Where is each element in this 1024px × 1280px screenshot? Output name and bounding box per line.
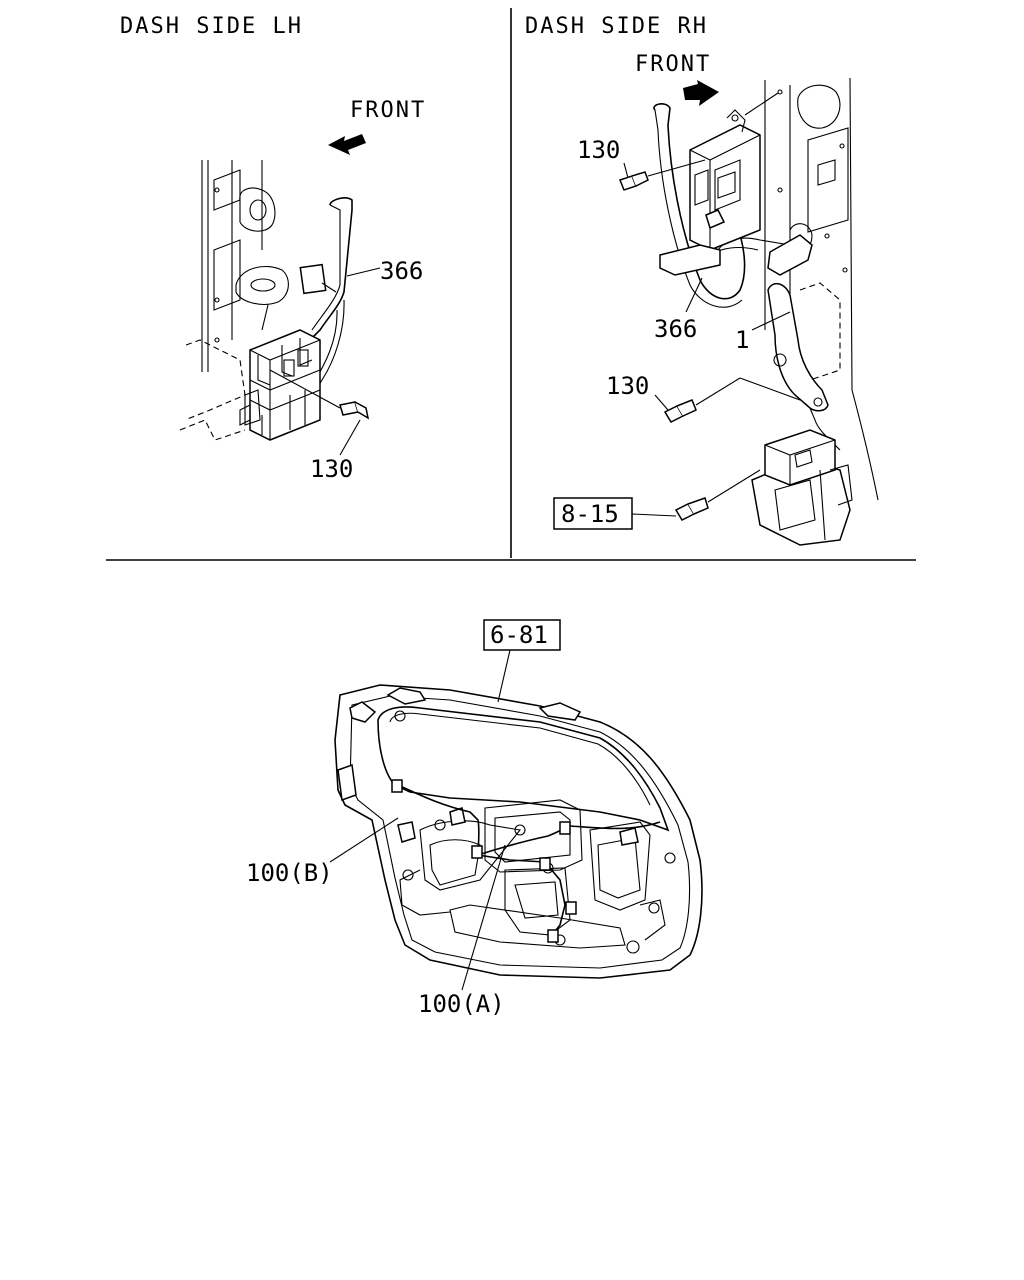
rh-ref-box-8-15 — [553, 497, 633, 530]
rh-leader-1 — [751, 311, 791, 331]
tailgate-door-outline — [334, 684, 703, 979]
rh-ref-box-label: 8-15 — [561, 500, 619, 528]
tailgate-inner-panel — [397, 799, 676, 954]
rh-leader-8-15 — [631, 513, 677, 517]
lh-callout-130: 130 — [310, 455, 353, 483]
lh-leader-366 — [346, 267, 381, 277]
lh-front-arrow-icon — [328, 134, 366, 155]
rh-module — [659, 89, 783, 276]
rh-callout-366: 366 — [654, 315, 697, 343]
rh-front-arrow-icon — [683, 80, 719, 106]
rh-front-label: FRONT — [635, 52, 711, 77]
rh-bolt-130-mid — [663, 377, 801, 423]
tailgate-leader-6-81 — [497, 649, 511, 703]
lh-pillar — [179, 160, 289, 441]
tailgate-view: 6-81 — [246, 619, 703, 1018]
lh-panel: DASH SIDE LH FRONT — [120, 14, 426, 483]
lh-front-label: FRONT — [350, 98, 426, 123]
lh-leader-130 — [339, 419, 361, 456]
tailgate-leader-100a — [461, 844, 506, 991]
lh-title: DASH SIDE LH — [120, 14, 303, 39]
tailgate-harness — [391, 779, 661, 943]
lh-relay-block — [239, 329, 321, 441]
rh-part-1 — [767, 283, 841, 451]
tailgate-callout-100b: 100(B) — [246, 859, 333, 887]
rh-leader-130-mid — [654, 394, 669, 411]
tailgate-callout-100a: 100(A) — [418, 990, 505, 1018]
rh-callout-130-top: 130 — [577, 136, 620, 164]
tailgate-ref-box-6-81 — [483, 619, 561, 651]
rh-callout-1: 1 — [735, 326, 749, 354]
rh-leader-130-top — [623, 162, 629, 179]
lh-harness — [299, 197, 353, 401]
lh-callout-366: 366 — [380, 257, 423, 285]
rh-lower-block — [751, 429, 853, 546]
rh-leader-366 — [685, 277, 703, 313]
rh-panel: DASH SIDE RH FRONT — [525, 14, 879, 546]
tailgate-leader-100b — [329, 817, 399, 863]
rh-bolt-8-15 — [674, 469, 761, 521]
tailgate-ref-box-label: 6-81 — [490, 621, 548, 649]
rh-bolt-130-top — [619, 159, 706, 191]
lh-bolt-130 — [269, 369, 370, 420]
rh-callout-130-mid: 130 — [606, 372, 649, 400]
rh-title: DASH SIDE RH — [525, 14, 708, 39]
